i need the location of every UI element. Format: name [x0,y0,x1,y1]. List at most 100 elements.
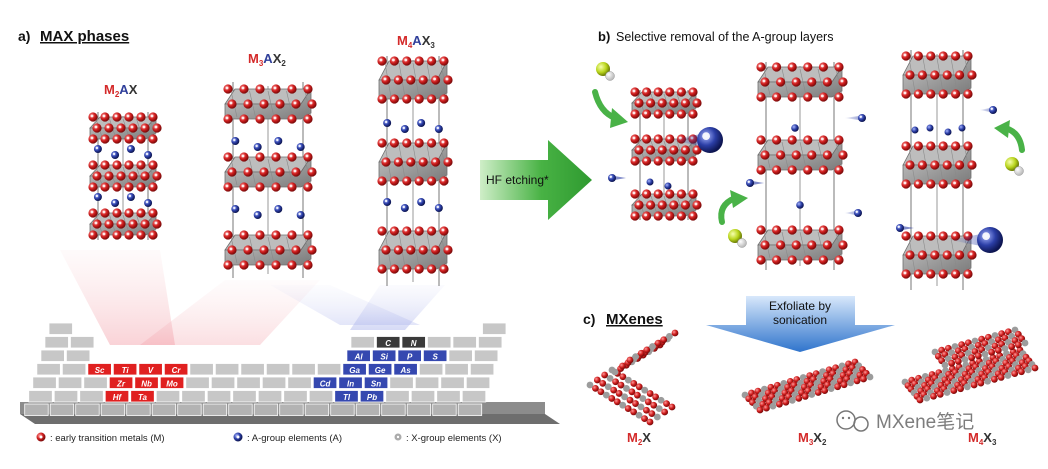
table-cell [355,403,381,416]
element-cell-n: N [401,336,426,349]
m-slab [223,152,317,192]
svg-text:Selective removal of the A-gro: Selective removal of the A-group layers [616,30,833,44]
table-cell [414,376,440,389]
svg-text:Sn: Sn [371,380,381,389]
svg-text:Al: Al [354,353,364,362]
hf-molecule [728,229,747,248]
table-cell [265,363,291,376]
element-cell-p: P [397,349,422,362]
hf-molecule [596,62,615,81]
table-cell [304,403,330,416]
svg-text:M3AX2: M3AX2 [248,51,286,68]
watermark: MXene笔记 [836,410,974,433]
panel-a-heading: a) MAX phases [18,28,129,45]
table-cell [350,336,375,349]
m-slab [377,226,453,274]
table-cell [469,363,495,376]
svg-text:: X-group elements (X): : X-group elements (X) [406,433,502,444]
released-a-atom [950,227,1003,253]
mxene-label-m2x: M2X [627,430,651,447]
table-cell [75,403,100,416]
hf-molecule [1005,157,1024,176]
element-cell-ti: Ti [112,363,138,376]
svg-text:: A-group elements (A): : A-group elements (A) [247,433,342,444]
table-cell [465,376,491,389]
selection-beams [60,250,445,345]
element-cell-pb: Pb [359,390,385,403]
curved-arrow [592,89,628,128]
svg-text:a): a) [18,28,30,44]
table-cell [457,403,483,416]
table-cell [57,376,83,389]
svg-text:Sc: Sc [95,366,105,375]
table-cell [151,403,177,416]
m-slab [901,51,977,99]
svg-text:Ge: Ge [375,366,386,375]
table-cell [79,390,104,403]
max-label-m4ax3: M4AX3 [397,33,435,50]
table-cell [478,336,503,349]
crystal-structures [88,50,1039,426]
hf-molecules [592,62,1025,253]
element-cell-tl: Tl [334,390,359,403]
table-cell [236,376,261,389]
table-cell [279,403,304,416]
table-cell [189,363,214,376]
released-a-atom [896,224,914,232]
svg-text:M4AX3: M4AX3 [397,33,435,50]
table-cell [316,363,342,376]
table-cell [240,363,265,376]
table-cell [32,376,57,389]
table-cell [418,363,444,376]
element-cell-s: S [422,349,448,362]
max-label-m3ax2: M3AX2 [248,51,286,68]
m-slab [756,225,848,265]
svg-text:Cd: Cd [320,380,332,389]
table-cell [406,403,432,416]
svg-text:P: P [407,353,413,362]
mxene-flake-m2x-a [586,366,676,426]
table-cell [452,336,477,349]
legend-item-m: : early transition metals (M) [36,432,165,444]
table-cell [206,390,232,403]
a-layer [93,145,153,159]
etched-m2x [630,87,702,221]
element-cell-ge: Ge [367,363,393,376]
svg-text:MAX phases: MAX phases [40,28,129,45]
svg-text:Ta: Ta [138,393,148,402]
svg-text:: early transition metals (M): : early transition metals (M) [50,433,165,444]
m-slab [756,62,848,102]
table-cell [185,376,210,389]
svg-text:sonication: sonication [773,313,827,327]
table-cell [473,349,499,362]
m-slab [223,84,317,124]
m-slab [756,135,848,175]
svg-text:c): c) [583,311,595,327]
table-cell [202,403,228,416]
table-cell [287,376,312,389]
hf-etching-arrow: HF etching* [480,140,592,220]
a-layer [231,205,305,219]
svg-text:In: In [347,380,354,389]
table-cell [100,403,126,416]
element-cell-sn: Sn [363,376,389,389]
curved-arrow [994,120,1025,153]
table-cell [214,363,240,376]
table-cell [210,376,236,389]
table-cell [436,390,461,403]
structure-m4ax3 [377,56,453,286]
table-cell [66,349,91,362]
svg-text:Mo: Mo [166,380,178,389]
released-a-atom [608,174,626,182]
table-cell [48,322,73,335]
exfoliate-arrow: Exfoliate by sonication [706,296,895,352]
element-cell-ga: Ga [342,363,367,376]
element-cell-zr: Zr [108,376,134,389]
table-cell [448,349,473,362]
svg-text:Hf: Hf [113,393,123,402]
mxene-flake-m4x3-top [931,326,1029,369]
element-cell-al: Al [346,349,371,362]
released-a-atom [670,127,723,153]
